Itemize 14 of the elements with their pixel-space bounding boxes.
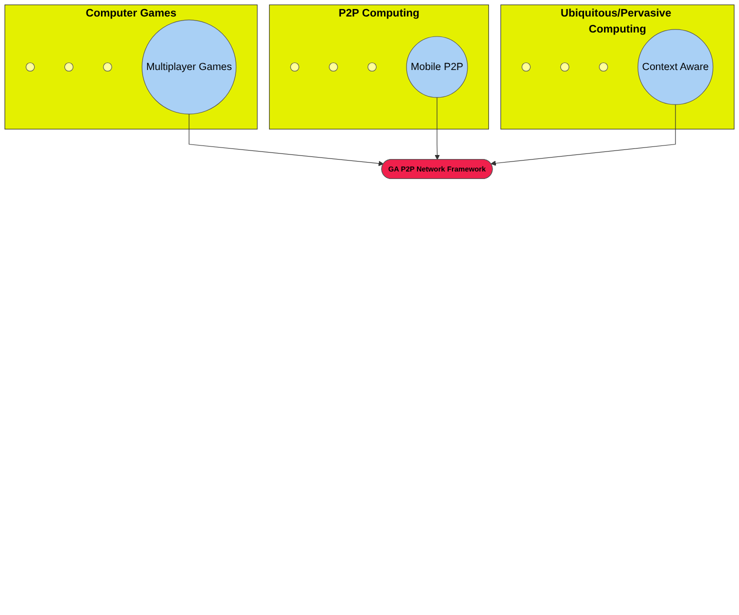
node-circle: Mobile P2P	[406, 36, 468, 98]
arrow	[490, 104, 676, 166]
node-circle	[368, 62, 377, 72]
node-circle	[103, 62, 112, 72]
node-circle	[290, 62, 300, 72]
node-circle	[598, 62, 608, 72]
arrow	[188, 114, 384, 166]
node-circle: Multiplayer Games	[142, 20, 236, 114]
node-circle	[522, 62, 531, 72]
node-circle	[64, 62, 74, 72]
node-circle	[560, 62, 570, 72]
node-circle	[328, 62, 338, 72]
arrow	[434, 97, 440, 160]
node-circle	[26, 62, 35, 72]
